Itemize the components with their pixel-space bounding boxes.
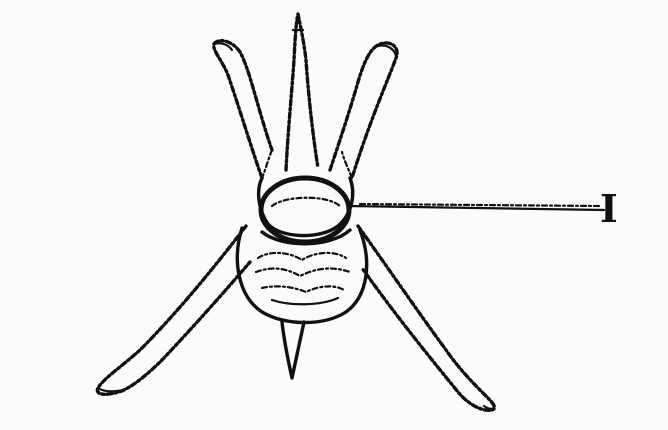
label-marker: I xyxy=(600,190,618,228)
upper-left-process xyxy=(214,41,272,178)
lower-right-process xyxy=(358,226,494,410)
upper-right-process xyxy=(330,43,397,178)
label-leader-line xyxy=(348,204,604,210)
neural-arch xyxy=(259,150,353,236)
lower-left-process xyxy=(97,226,250,394)
upper-middle-process xyxy=(286,14,318,170)
bottom-process xyxy=(282,322,304,378)
